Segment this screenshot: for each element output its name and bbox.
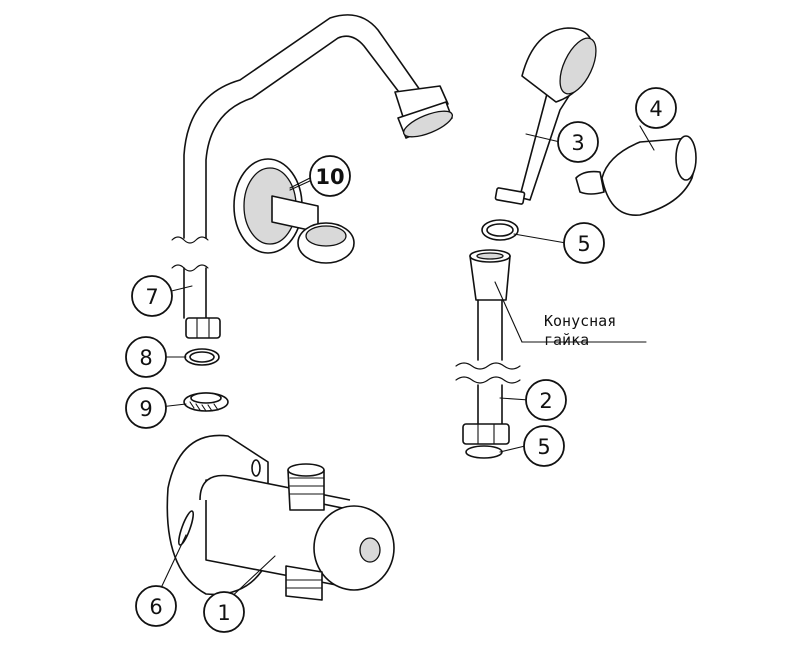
svg-text:3: 3: [571, 131, 584, 155]
wall-holder: [575, 135, 697, 216]
svg-text:10: 10: [315, 165, 344, 189]
svg-text:6: 6: [149, 595, 162, 619]
callout-7: 7: [131, 275, 173, 317]
gasket-lower: [465, 445, 503, 459]
callout-9: 9: [125, 387, 167, 429]
washer-8: [184, 348, 220, 366]
annotation-line-2: гайка: [544, 331, 589, 349]
callout-1: 1: [203, 591, 245, 633]
hand-shower: [494, 27, 597, 205]
callout-5-upper: 5: [563, 222, 605, 264]
callout-8: 8: [125, 336, 167, 378]
callout-3: 3: [557, 121, 599, 163]
mixer-valve-body: [166, 434, 395, 601]
svg-text:5: 5: [577, 232, 590, 256]
svg-text:4: 4: [649, 97, 662, 121]
svg-text:5: 5: [537, 435, 550, 459]
callout-2: 2: [525, 379, 567, 421]
annotation-line-1: Конусная: [544, 312, 616, 330]
callout-4: 4: [635, 87, 677, 129]
gasket-upper: [481, 219, 519, 241]
svg-text:9: 9: [139, 397, 152, 421]
threaded-insert-9: [183, 392, 229, 412]
svg-text:1: 1: [217, 601, 230, 625]
svg-text:8: 8: [139, 346, 152, 370]
cone-nut-annotation: Конусная гайка: [544, 312, 616, 349]
svg-text:2: 2: [539, 389, 552, 413]
svg-text:7: 7: [145, 285, 158, 309]
flexible-hose: [455, 249, 521, 445]
callout-10: 10: [309, 155, 351, 197]
overhead-shower-arm: [171, 14, 421, 319]
callout-5-lower: 5: [523, 425, 565, 467]
callout-6: 6: [135, 585, 177, 627]
hose-nut: [185, 317, 221, 339]
shower-rose: [394, 85, 453, 139]
wall-flange-holder: [233, 158, 355, 264]
